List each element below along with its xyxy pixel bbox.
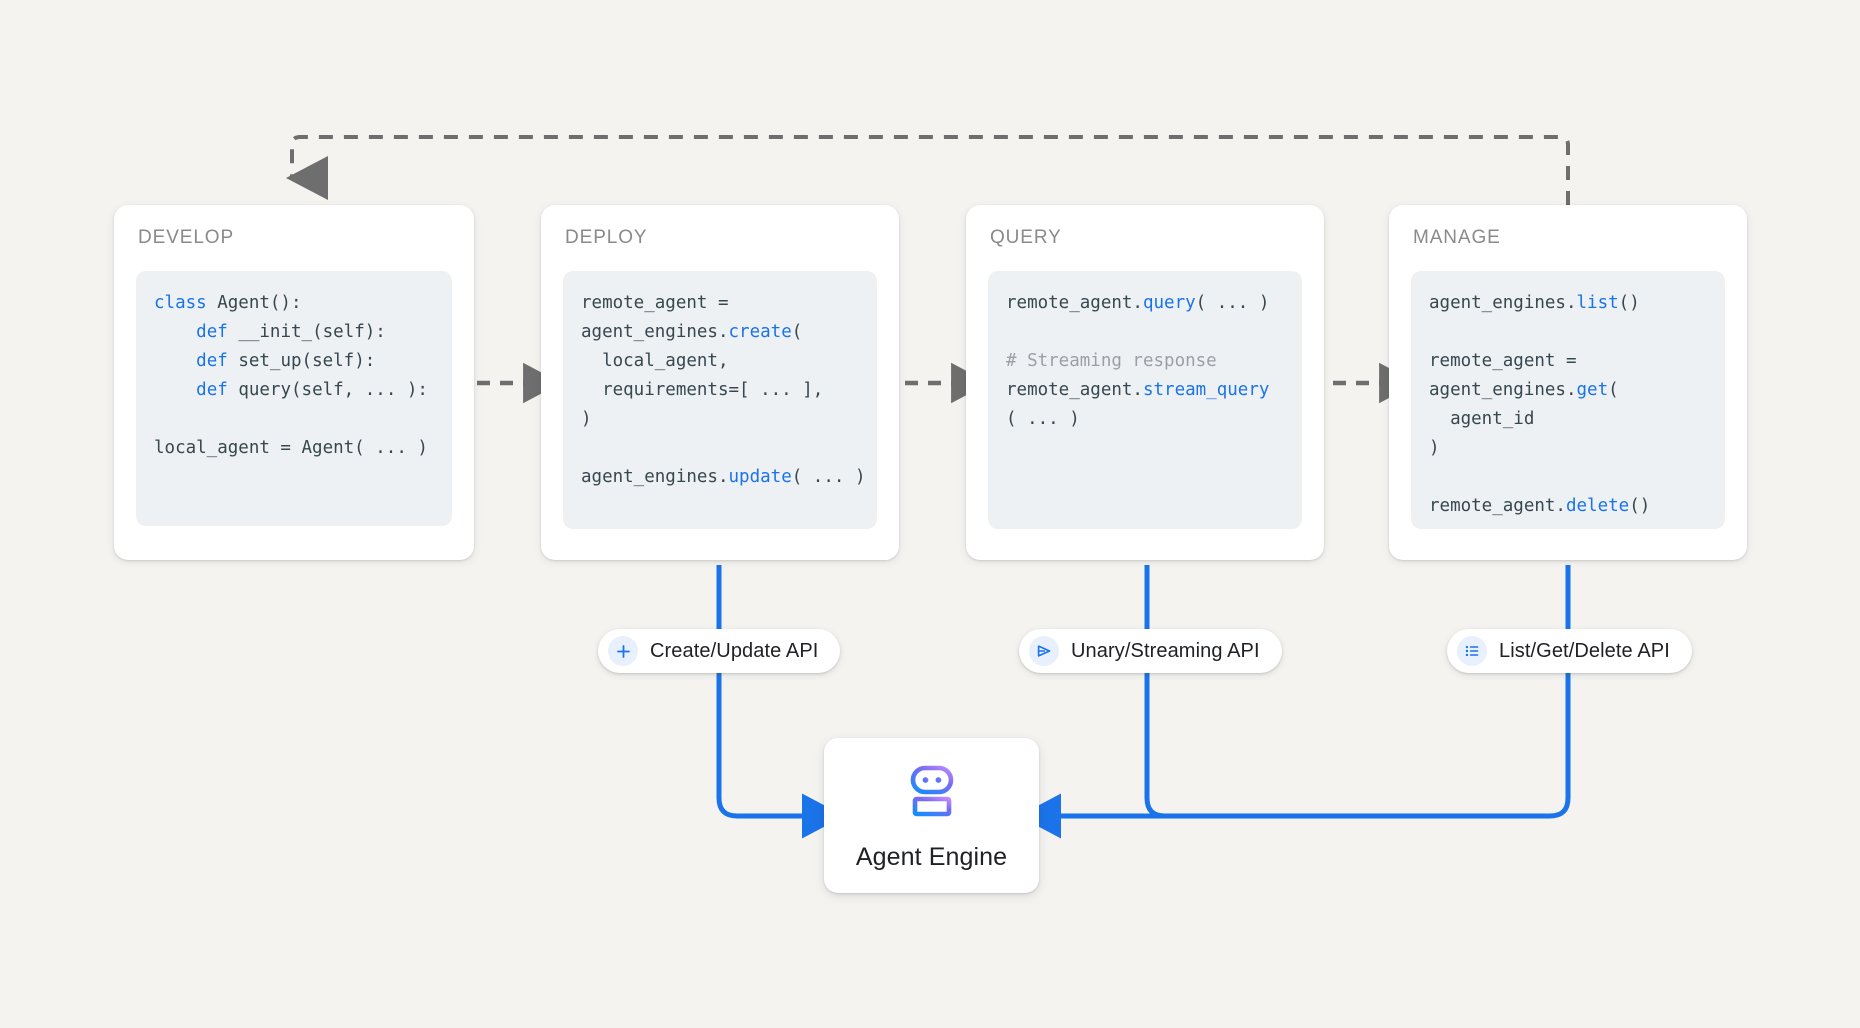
- list-icon: [1457, 636, 1487, 666]
- stage-title: QUERY: [990, 227, 1062, 248]
- stage-title: MANAGE: [1413, 227, 1501, 248]
- api-pill-label: List/Get/Delete API: [1499, 639, 1670, 662]
- code-block-develop: class Agent(): def __init_(self): def se…: [136, 271, 452, 526]
- api-pill-create-update[interactable]: Create/Update API: [598, 629, 841, 673]
- stage-title: DEVELOP: [138, 227, 235, 248]
- api-pill-label: Create/Update API: [650, 639, 819, 662]
- api-pill-list-get-delete[interactable]: List/Get/Delete API: [1447, 629, 1692, 673]
- plus-icon: [608, 636, 638, 666]
- agent-engine-node[interactable]: Agent Engine: [824, 738, 1039, 893]
- stage-card-deploy: DEPLOY remote_agent = agent_engines.crea…: [541, 205, 899, 560]
- api-pill-label: Unary/Streaming API: [1071, 639, 1260, 662]
- wire-query-to-agent-engine: [1144, 565, 1320, 819]
- wire-manage-to-agent-engine: [1018, 565, 1571, 839]
- stage-card-manage: MANAGE agent_engines.list() remote_agent…: [1389, 205, 1747, 560]
- code-block-deploy: remote_agent = agent_engines.create( loc…: [563, 271, 877, 529]
- code-block-query: remote_agent.query( ... ) # Streaming re…: [988, 271, 1302, 529]
- api-pill-unary-streaming[interactable]: Unary/Streaming API: [1019, 629, 1282, 673]
- robot-icon: [901, 760, 963, 827]
- wire-deploy-to-agent-engine: [716, 565, 845, 839]
- code-block-manage: agent_engines.list() remote_agent = agen…: [1411, 271, 1725, 529]
- agent-engine-label: Agent Engine: [855, 842, 1008, 871]
- stage-title: DEPLOY: [565, 227, 648, 248]
- send-icon: [1029, 636, 1059, 666]
- stage-card-develop: DEVELOP class Agent(): def __init_(self)…: [114, 205, 474, 560]
- stage-card-query: QUERY remote_agent.query( ... ) # Stream…: [966, 205, 1324, 560]
- feedback-loop-arrow: [286, 135, 1570, 205]
